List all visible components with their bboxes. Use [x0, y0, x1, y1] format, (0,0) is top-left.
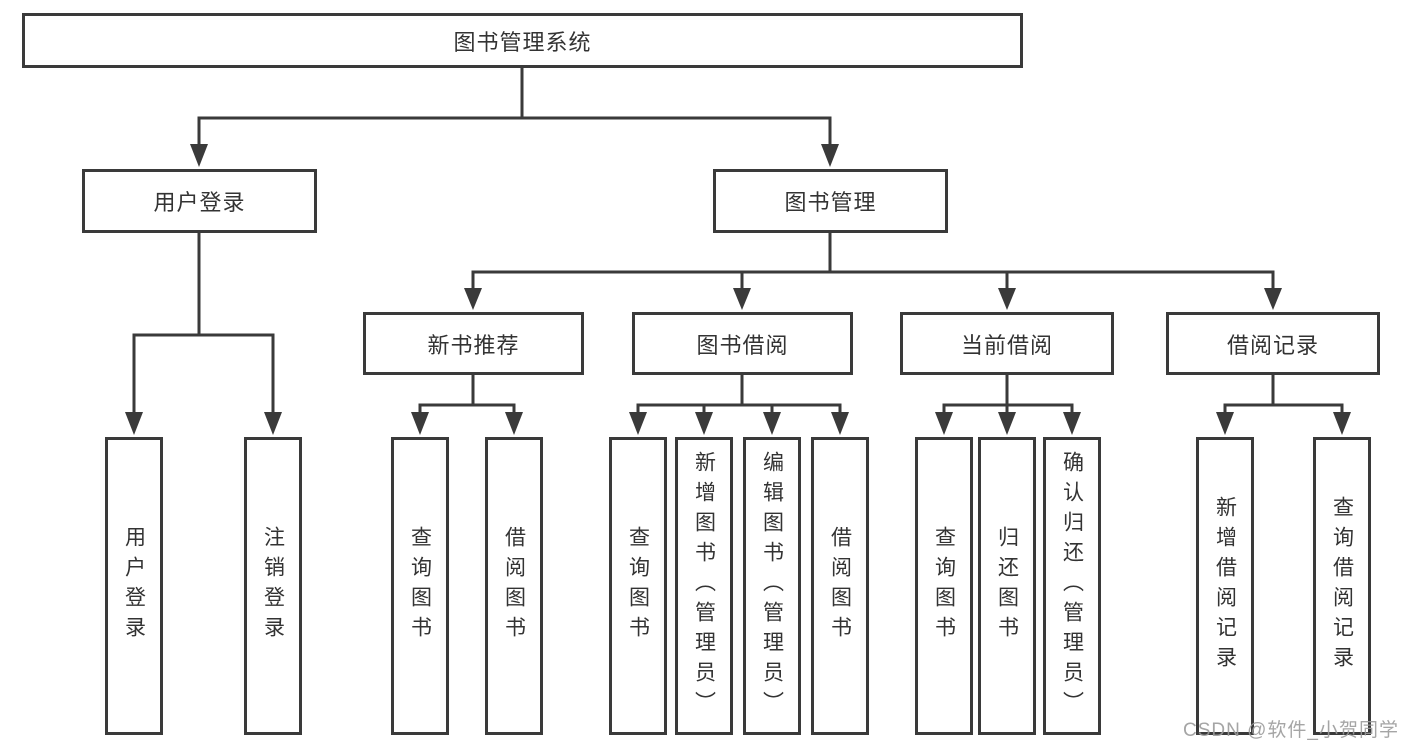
node-user-login: 用户登录	[82, 169, 317, 233]
leaf-recommend-borrow-books: 借阅图书	[485, 437, 543, 735]
leaf-label: 借阅图书	[502, 526, 526, 646]
leaf-borrow-borrow-books: 借阅图书	[811, 437, 869, 735]
leaf-label: 查询图书	[932, 526, 956, 646]
leaf-user-login: 用户登录	[105, 437, 163, 735]
leaf-borrow-query-books: 查询图书	[609, 437, 667, 735]
node-current-borrow: 当前借阅	[900, 312, 1114, 375]
leaf-label: 注销登录	[261, 526, 285, 646]
leaf-current-confirm-return-admin: 确认归还（管理员）	[1043, 437, 1101, 735]
leaf-records-query-record: 查询借阅记录	[1313, 437, 1371, 735]
leaf-label: 新增借阅记录	[1213, 496, 1237, 676]
leaf-label: 查询图书	[408, 526, 432, 646]
leaf-label: 查询图书	[626, 526, 650, 646]
leaf-borrow-edit-books-admin: 编辑图书（管理员）	[743, 437, 801, 735]
leaf-label: 编辑图书（管理员）	[760, 451, 784, 721]
leaf-borrow-add-books-admin: 新增图书（管理员）	[675, 437, 733, 735]
node-library-management-system: 图书管理系统	[22, 13, 1023, 68]
csdn-watermark: CSDN @软件_小贺同学	[1183, 720, 1399, 741]
node-book-management: 图书管理	[713, 169, 948, 233]
leaf-records-add-record: 新增借阅记录	[1196, 437, 1254, 735]
node-borrow-records: 借阅记录	[1166, 312, 1380, 375]
leaf-label: 用户登录	[122, 526, 146, 646]
leaf-label: 新增图书（管理员）	[692, 451, 716, 721]
leaf-current-return-books: 归还图书	[978, 437, 1036, 735]
leaf-current-query-books: 查询图书	[915, 437, 973, 735]
leaf-label: 查询借阅记录	[1330, 496, 1354, 676]
node-new-book-recommend: 新书推荐	[363, 312, 584, 375]
leaf-recommend-query-books: 查询图书	[391, 437, 449, 735]
leaf-label: 归还图书	[995, 526, 1019, 646]
node-book-borrow: 图书借阅	[632, 312, 853, 375]
leaf-label: 借阅图书	[828, 526, 852, 646]
leaf-logout: 注销登录	[244, 437, 302, 735]
leaf-label: 确认归还（管理员）	[1060, 451, 1084, 721]
